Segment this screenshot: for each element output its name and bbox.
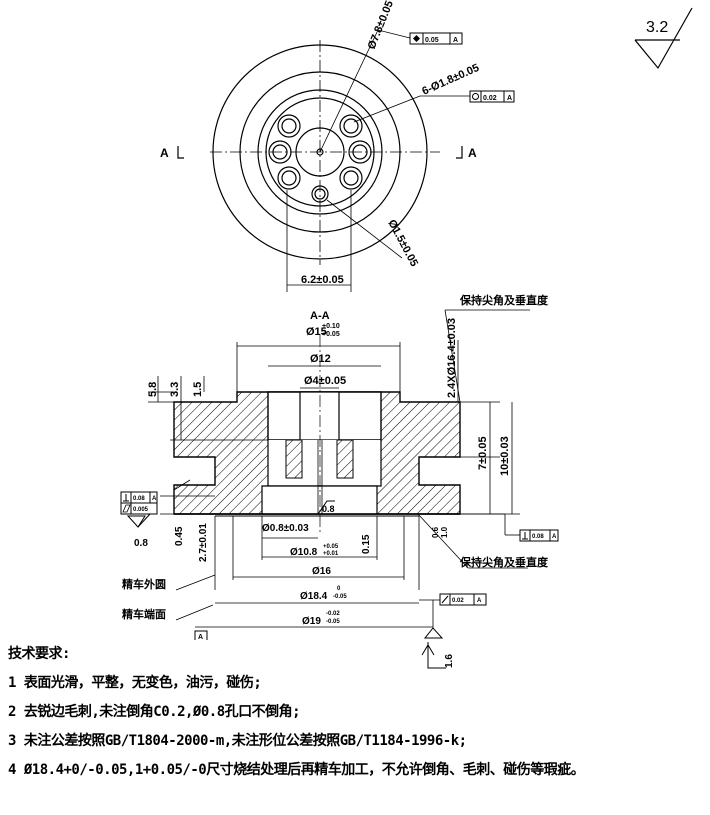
svg-text:A: A (453, 37, 458, 44)
note-4: 4 Ø18.4+0/-0.05,1+0.05/-0尺寸烧结处理后再精车加工，不允… (8, 762, 585, 778)
svg-text:A: A (507, 95, 512, 102)
roughness-mid: 0.8 (317, 500, 335, 515)
center-bore (295, 127, 345, 177)
svg-text:A: A (152, 496, 157, 502)
dim-33: 3.3 (169, 382, 181, 397)
dim-184: Ø18.4 (300, 591, 328, 602)
roughness-right (423, 600, 444, 639)
dim-bore-15-upper: +0.10 (322, 323, 340, 330)
dim-108-upper: +0.05 (323, 544, 339, 550)
dim-045: 0.45 (174, 526, 185, 546)
hole-4 (339, 166, 363, 190)
inner-circle (257, 89, 383, 215)
svg-text:0.02: 0.02 (483, 95, 497, 102)
section-dim-lines (148, 309, 530, 628)
svg-text:A: A (477, 598, 482, 604)
dim-08-hole: Ø0.8±0.03 (262, 523, 309, 534)
dim-58: 5.8 (147, 382, 159, 397)
hole-1 (268, 140, 292, 164)
dim-bore-15: Ø15 (306, 326, 327, 338)
fcf-center-hole: 0.05 A (409, 32, 463, 45)
engineering-drawing: 3.2 A A Ø7.8±0.05 (120, 0, 693, 640)
svg-text:0.8: 0.8 (134, 538, 148, 549)
top-view (177, 29, 470, 292)
center-pin-hole (316, 148, 324, 156)
dim-7: 7±0.05 (477, 436, 489, 470)
dim-184-lower: -0.05 (333, 594, 347, 600)
fcf-runout: 0.02 A (439, 593, 487, 606)
dim-015: 0.15 (361, 534, 372, 554)
pocket-circle (265, 97, 375, 207)
roughness-symbol-general: 3.2 (634, 7, 693, 70)
note-3: 3 未注公差按照GB/T1804-2000-m,未注形位公差按照GB/T1184… (8, 733, 467, 749)
svg-text:0.8: 0.8 (322, 504, 335, 514)
label-outer-circle: 精车外圆 (122, 577, 166, 591)
fcf-flat-left: 0.005 (120, 502, 158, 515)
dim-16: Ø16 (312, 566, 331, 577)
roughness-value: 3.2 (646, 19, 668, 36)
dim-108-lower: +0.01 (323, 551, 339, 557)
dim-19: Ø19 (302, 616, 321, 627)
dim-27: 2.7±0.01 (198, 523, 209, 562)
dim-bore-4: Ø4±0.05 (304, 375, 346, 387)
section-title: A-A (310, 310, 330, 322)
svg-text:0.005: 0.005 (133, 507, 149, 513)
hole-3 (277, 166, 301, 190)
note-keep-bottom: 保持尖角及垂直度 (459, 555, 549, 569)
svg-text:A: A (552, 534, 557, 540)
dim-10: 10±0.03 (499, 436, 511, 476)
svg-text:0.08: 0.08 (133, 496, 145, 502)
dim-19-lower: -0.05 (326, 619, 340, 625)
small-hole (311, 185, 329, 203)
svg-text:0.08: 0.08 (532, 534, 544, 540)
svg-text:0.02: 0.02 (452, 598, 464, 604)
dim-10v: 1.0 (440, 526, 449, 538)
note-1: 1 表面光滑，平整，无变色，油污，碰伤; (8, 675, 262, 691)
technical-requirements: 技术要求: 1 表面光滑，平整，无变色，油污，碰伤; 2 去锐边毛刺,未注倒角C… (8, 640, 708, 785)
hole-6 (339, 114, 363, 138)
outer-circle (212, 44, 428, 260)
section-label-right: A (468, 146, 477, 160)
rough-16: 1.6 (444, 654, 455, 668)
dim-184-upper: 0 (337, 586, 341, 592)
flange-circle (239, 71, 401, 233)
svg-text:0.05: 0.05 (425, 37, 439, 44)
dim-19-upper: -0.02 (326, 611, 340, 617)
dim-15h: 1.5 (192, 382, 204, 397)
hole-2 (348, 140, 372, 164)
dim-spacing: 6.2±0.05 (301, 274, 344, 286)
hole-5 (277, 114, 301, 138)
note-keep-top: 保持尖角及垂直度 (459, 293, 549, 307)
section-label-left: A (160, 146, 169, 160)
dim-bore-15-lower: +0.05 (322, 331, 340, 338)
label-end-face: 精车端面 (122, 607, 166, 621)
dim-108: Ø10.8 (290, 547, 318, 558)
svg-text:A: A (198, 634, 203, 640)
roughness-left: 0.8 (126, 513, 151, 549)
dim-bore-12: Ø12 (310, 353, 331, 365)
notes-title: 技术要求: (8, 646, 70, 662)
fcf-six-holes: 0.02 A (469, 90, 515, 103)
fcf-perp-right: 0.08 A (504, 514, 559, 542)
dim-24: 2.4XØ16.4±0.03 (446, 318, 458, 398)
dim-06: 0.6 (431, 526, 440, 538)
note-2: 2 去锐边毛刺,未注倒角C0.2,Ø0.8孔口不倒角; (8, 704, 301, 720)
section-body (173, 335, 461, 535)
datum-a: A (194, 630, 208, 640)
